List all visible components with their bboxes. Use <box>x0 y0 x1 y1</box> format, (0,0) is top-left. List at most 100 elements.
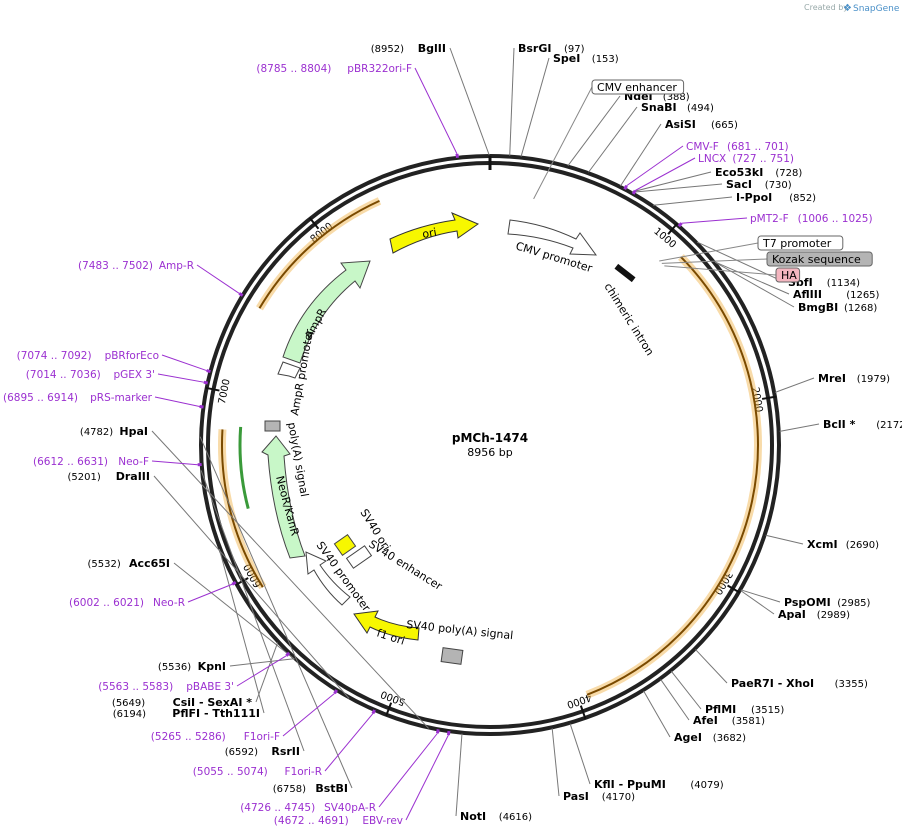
restriction-site-label[interactable]: BclI * <box>823 418 856 431</box>
restriction-site-label[interactable]: XcmI <box>807 538 838 551</box>
restriction-site-label[interactable]: BglII <box>418 42 446 55</box>
restriction-site-label[interactable]: RsrII <box>271 745 300 758</box>
site-leader <box>715 261 795 308</box>
primer-label[interactable]: Neo-F <box>118 456 149 468</box>
restriction-site-label[interactable]: KpnI <box>198 660 226 673</box>
restriction-site-position: (852) <box>789 193 816 204</box>
primer-label[interactable]: pMT2-F <box>750 213 789 225</box>
primer-label[interactable]: pBR322ori-F <box>347 63 412 75</box>
primer-leader <box>634 157 696 191</box>
restriction-site-label[interactable]: AflIII <box>793 288 822 301</box>
restriction-site-position: (728) <box>775 168 802 179</box>
primer-label[interactable]: EBV-rev <box>362 815 403 827</box>
primer-leader <box>378 732 438 808</box>
restriction-site-position: (8952) <box>371 44 404 55</box>
primer-leader <box>324 713 374 772</box>
tick-mark <box>385 702 393 717</box>
restriction-site-position: (1268) <box>844 303 877 314</box>
primer-label[interactable]: SV40pA-R <box>324 802 376 814</box>
plasmid-name: pMCh-1474 <box>452 431 528 445</box>
primer-label[interactable]: F1ori-F <box>244 731 280 743</box>
restriction-site-label[interactable]: NotI <box>460 810 486 823</box>
primer-range: (8785 .. 8804) <box>256 63 331 75</box>
restriction-site-position: (1134) <box>827 278 860 289</box>
credit-brand: SnapGene <box>853 4 900 14</box>
primer-mark <box>206 369 211 374</box>
restriction-site-label[interactable]: BsrGI <box>518 42 551 55</box>
site-leader <box>695 649 728 684</box>
snapgene-credit: Created by ❖ SnapGene <box>804 3 900 14</box>
ampr-promoter-arrow <box>277 361 301 379</box>
backbone-outer-ring <box>199 154 781 736</box>
site-leader <box>631 171 712 193</box>
restriction-site-position: (1265) <box>846 290 879 301</box>
restriction-site-label[interactable]: ApaI <box>778 608 806 621</box>
tick-mark <box>308 217 320 230</box>
primer-label[interactable]: pRS-marker <box>90 392 153 404</box>
restriction-site-position: (388) <box>663 92 690 103</box>
orf-band <box>585 254 762 699</box>
restriction-site-label[interactable]: BmgBI <box>798 301 838 314</box>
site-leader <box>779 423 820 432</box>
restriction-site-label[interactable]: MreI <box>818 372 846 385</box>
primer-label[interactable]: pBABE 3' <box>186 681 234 693</box>
restriction-site-position: (3515) <box>751 705 784 716</box>
restriction-site-label[interactable]: Eco53kI <box>715 166 763 179</box>
snapgene-logo-icon: ❖ <box>843 3 852 14</box>
feature-label[interactable]: Kozak sequence <box>772 253 861 266</box>
feature-label[interactable]: CMV enhancer <box>597 81 677 94</box>
primer-range: (4672 .. 4691) <box>274 815 349 827</box>
primer-mark <box>203 380 209 385</box>
primer-label[interactable]: F1ori-R <box>285 766 322 778</box>
primer-range: (6612 .. 6631) <box>33 456 108 468</box>
primer-mark <box>631 189 637 195</box>
primer-leader <box>157 373 204 383</box>
restriction-site-label[interactable]: PflMI <box>705 703 736 716</box>
tick-mark <box>205 386 220 392</box>
primer-leader <box>187 583 233 603</box>
restriction-site-label[interactable]: CsiI - SexAI * <box>173 696 253 709</box>
restriction-site-label[interactable]: PasI <box>563 790 589 803</box>
restriction-site-position: (6194) <box>113 709 146 720</box>
restriction-site-label[interactable]: PaeR7I - XhoI <box>731 677 814 690</box>
restriction-site-label[interactable]: SnaBI <box>641 101 677 114</box>
site-leader <box>740 590 775 615</box>
restriction-site-position: (494) <box>687 103 714 114</box>
primer-label[interactable]: Neo-R <box>153 597 185 609</box>
primer-range: (1006 .. 1025) <box>798 213 873 225</box>
primer-mark <box>199 404 204 409</box>
restriction-site-label[interactable]: Acc65I <box>129 557 170 570</box>
restriction-site-label[interactable]: SpeI <box>553 52 580 65</box>
restriction-site-position: (6592) <box>225 747 258 758</box>
ampr-arrow <box>282 260 371 364</box>
primer-label[interactable]: CMV-F <box>686 141 719 153</box>
restriction-site-label[interactable]: BstBI <box>315 782 348 795</box>
restriction-site-label[interactable]: PflFI - Tth111I <box>172 707 260 720</box>
restriction-site-label[interactable]: PspOMI <box>784 596 831 609</box>
primer-label[interactable]: pBRforEco <box>105 350 159 362</box>
primer-range: (5563 .. 5583) <box>98 681 173 693</box>
feature-label[interactable]: HA <box>781 269 797 282</box>
primer-leader <box>681 217 748 224</box>
primer-label[interactable]: Amp-R <box>159 260 194 272</box>
primer-mark <box>623 185 628 190</box>
restriction-site-label[interactable]: I-PpoI <box>736 191 772 204</box>
primer-label[interactable]: pGEX 3' <box>113 369 155 381</box>
restriction-site-label[interactable]: SacI <box>726 178 752 191</box>
restriction-site-position: (665) <box>711 120 738 131</box>
restriction-site-label[interactable]: KflI - PpuMI <box>594 778 666 791</box>
primer-label[interactable]: LNCX <box>698 153 726 165</box>
neo-orf-line <box>238 426 250 510</box>
restriction-site-label[interactable]: DraIII <box>116 470 150 483</box>
tick-mark <box>727 584 741 594</box>
feature-label[interactable]: T7 promoter <box>762 237 832 250</box>
orf-bands <box>218 197 762 699</box>
primer-leader <box>151 460 198 466</box>
restriction-site-label[interactable]: AfeI <box>693 714 718 727</box>
primer-mark <box>435 729 440 734</box>
restriction-site-label[interactable]: AgeI <box>674 731 702 744</box>
feature-leader <box>533 86 593 200</box>
restriction-site-label[interactable]: AsiSI <box>665 118 696 131</box>
restriction-site-label[interactable]: HpaI <box>119 425 148 438</box>
